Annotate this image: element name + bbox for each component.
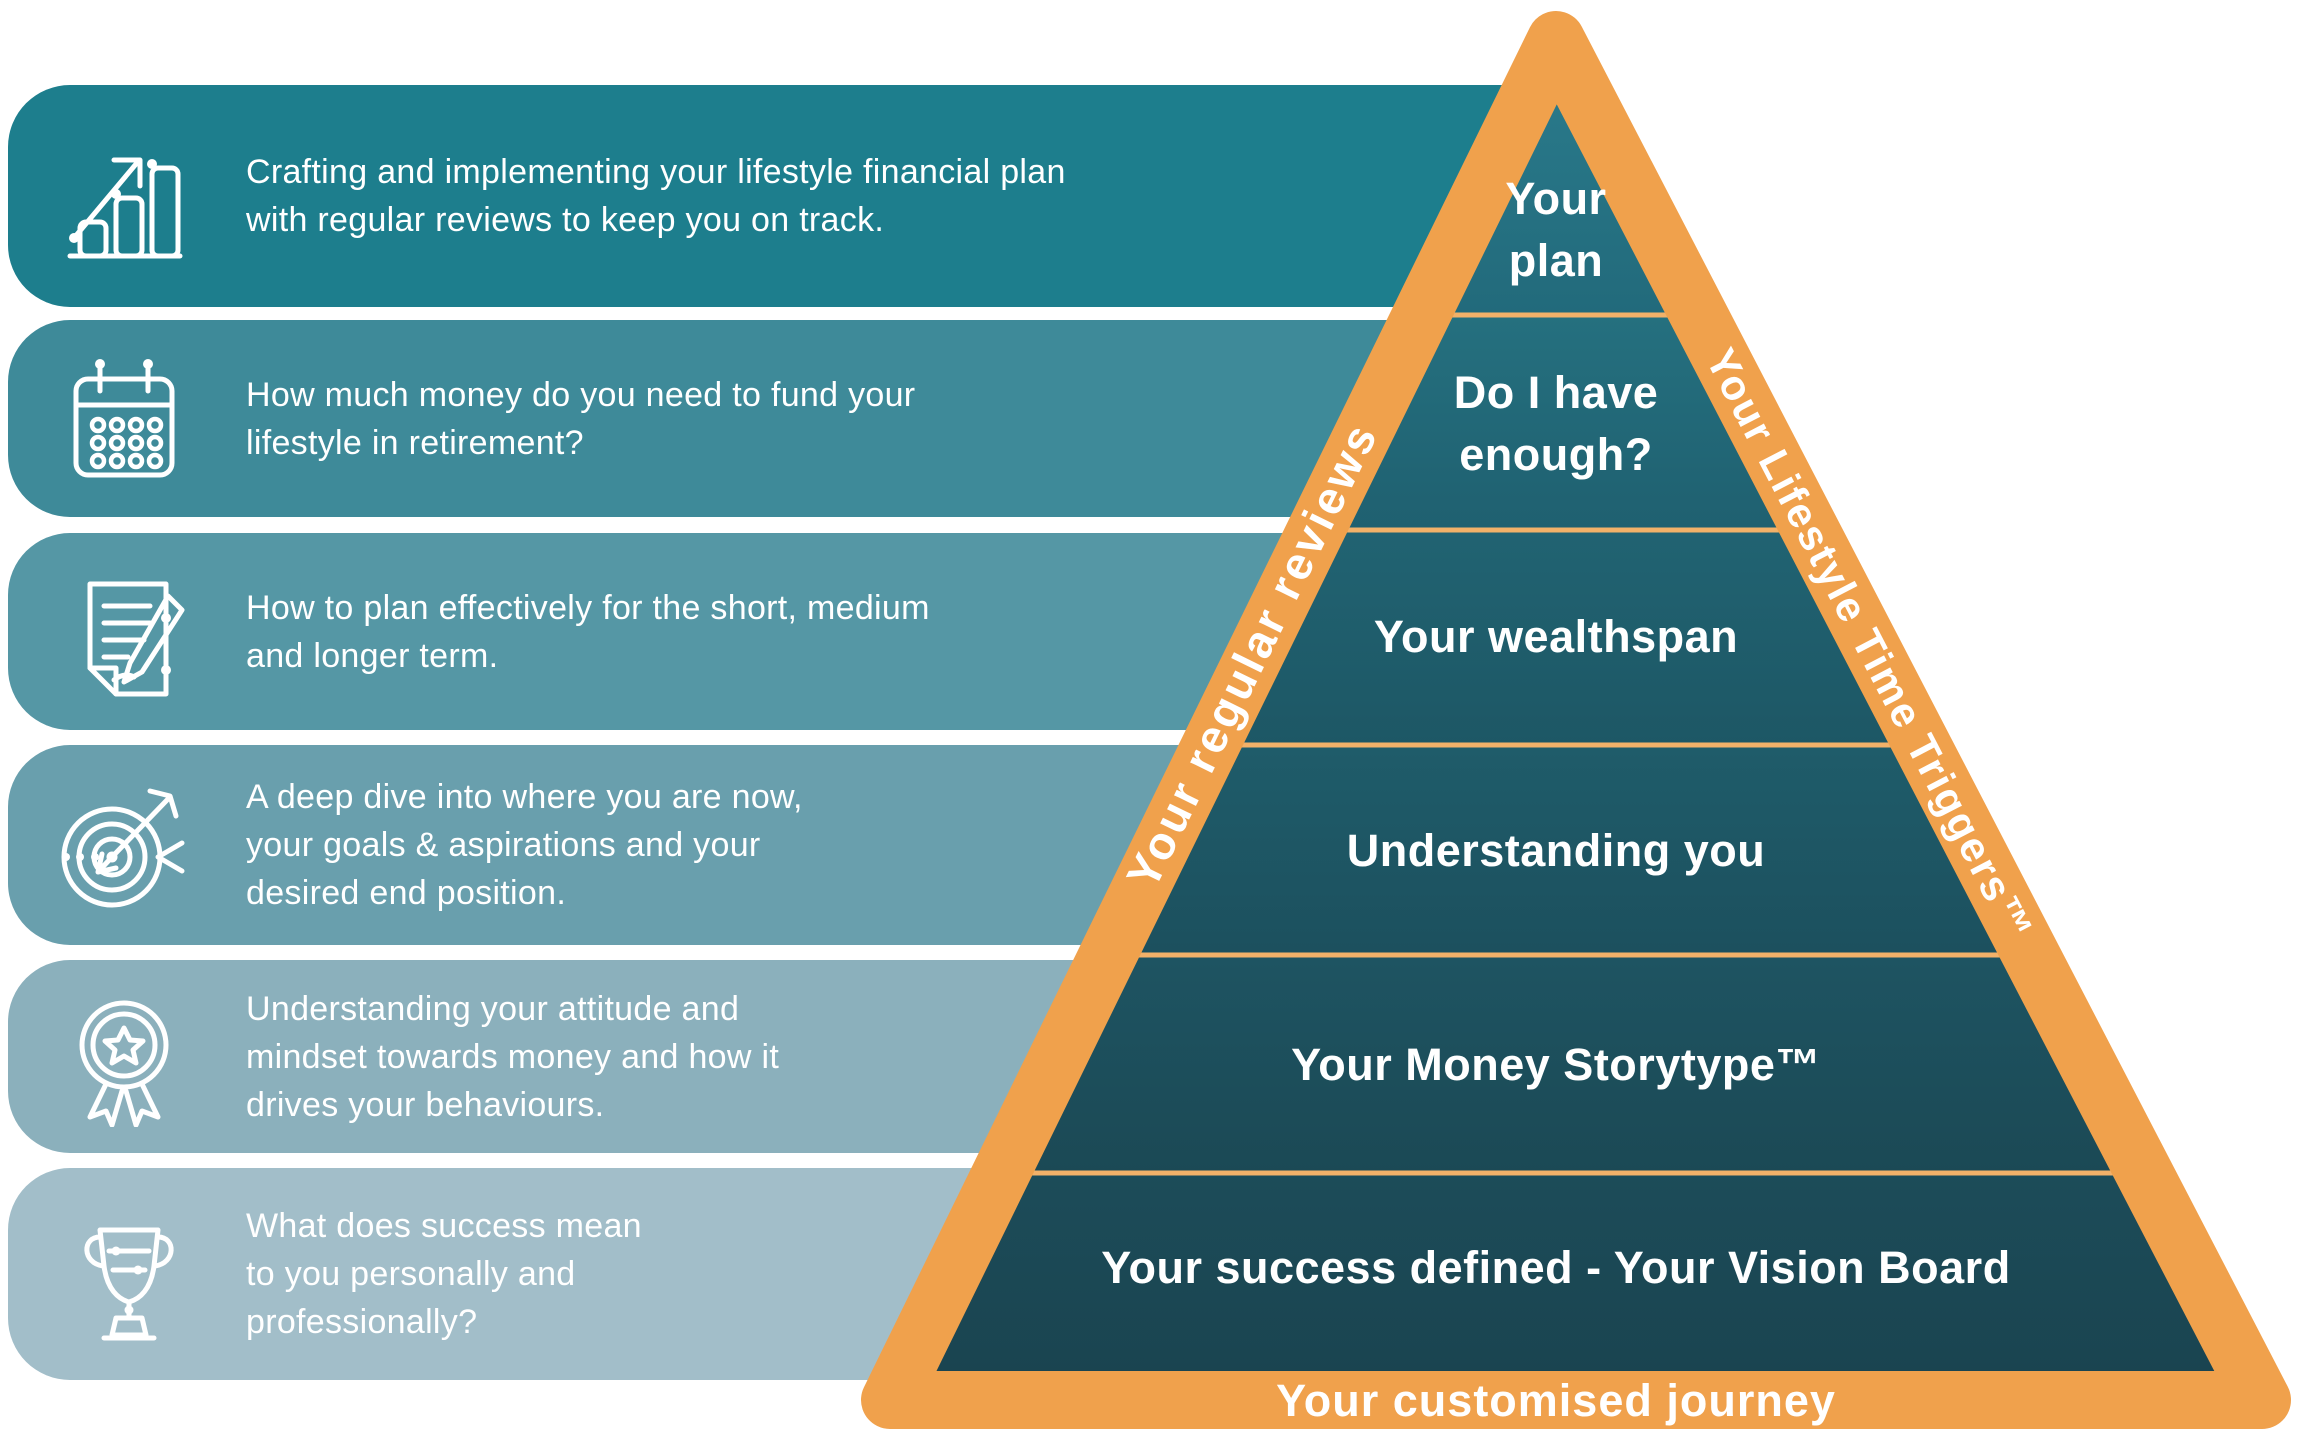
pyramid-level-label: Your Money Storytype™ xyxy=(1291,1039,1821,1090)
bar-text-line: with regular reviews to keep you on trac… xyxy=(246,201,885,239)
rosette-icon xyxy=(54,987,194,1127)
bar-text-line: How much money do you need to fund your xyxy=(246,375,916,414)
bar-text: How to plan effectively for the short, m… xyxy=(246,584,930,680)
bar-text: Crafting and implementing your lifestyle… xyxy=(246,148,1066,244)
bar-text: How much money do you need to fund your … xyxy=(246,371,915,467)
trophy-icon xyxy=(54,1204,194,1344)
bar-text-line: Crafting and implementing your lifestyle… xyxy=(246,153,1066,191)
bar-text-line: mindset towards money and how it xyxy=(246,1037,780,1076)
pyramid-level-label: Do I have xyxy=(1454,367,1659,418)
bar-text: What does success mean to you personally… xyxy=(246,1202,642,1346)
bar-text-line: Understanding your attitude and xyxy=(246,989,740,1028)
bar-text: A deep dive into where you are now, your… xyxy=(246,773,803,917)
pyramid-level-label: plan xyxy=(1509,235,1604,286)
growth-chart-icon xyxy=(54,126,194,266)
pyramid-level-label: Understanding you xyxy=(1347,825,1766,876)
calendar-icon xyxy=(54,349,194,489)
bar-text-line: What does success mean xyxy=(246,1207,642,1245)
target-icon xyxy=(54,775,194,915)
pyramid-level-label: enough? xyxy=(1459,429,1652,480)
pyramid-level-label: Your success defined - Your Vision Board xyxy=(1101,1242,2010,1293)
pyramid-level-label: Your wealthspan xyxy=(1374,611,1738,662)
bar-text-line: desired end position. xyxy=(246,874,567,912)
bar-text-line: professionally? xyxy=(246,1303,478,1341)
pyramid-orange-border xyxy=(861,11,2291,1429)
bar-text-line: and longer term. xyxy=(246,636,499,675)
bar-text-line: A deep dive into where you are now, xyxy=(246,778,803,816)
bar-your-plan: Crafting and implementing your lifestyle… xyxy=(8,85,1540,307)
bar-text-line: to you personally and xyxy=(246,1255,576,1293)
bar-text-line: lifestyle in retirement? xyxy=(246,423,584,462)
document-pencil-icon xyxy=(54,562,194,702)
bar-text-line: your goals & aspirations and your xyxy=(246,826,761,864)
bar-text-line: How to plan effectively for the short, m… xyxy=(246,588,930,627)
pyramid-levels xyxy=(890,40,2262,1400)
bar-text: Understanding your attitude and mindset … xyxy=(246,985,779,1129)
pyramid-base-label: Your customised journey xyxy=(1276,1375,1836,1426)
bar-text-line: drives your behaviours. xyxy=(246,1085,605,1124)
pyramid-level-label: Your xyxy=(1505,173,1606,224)
